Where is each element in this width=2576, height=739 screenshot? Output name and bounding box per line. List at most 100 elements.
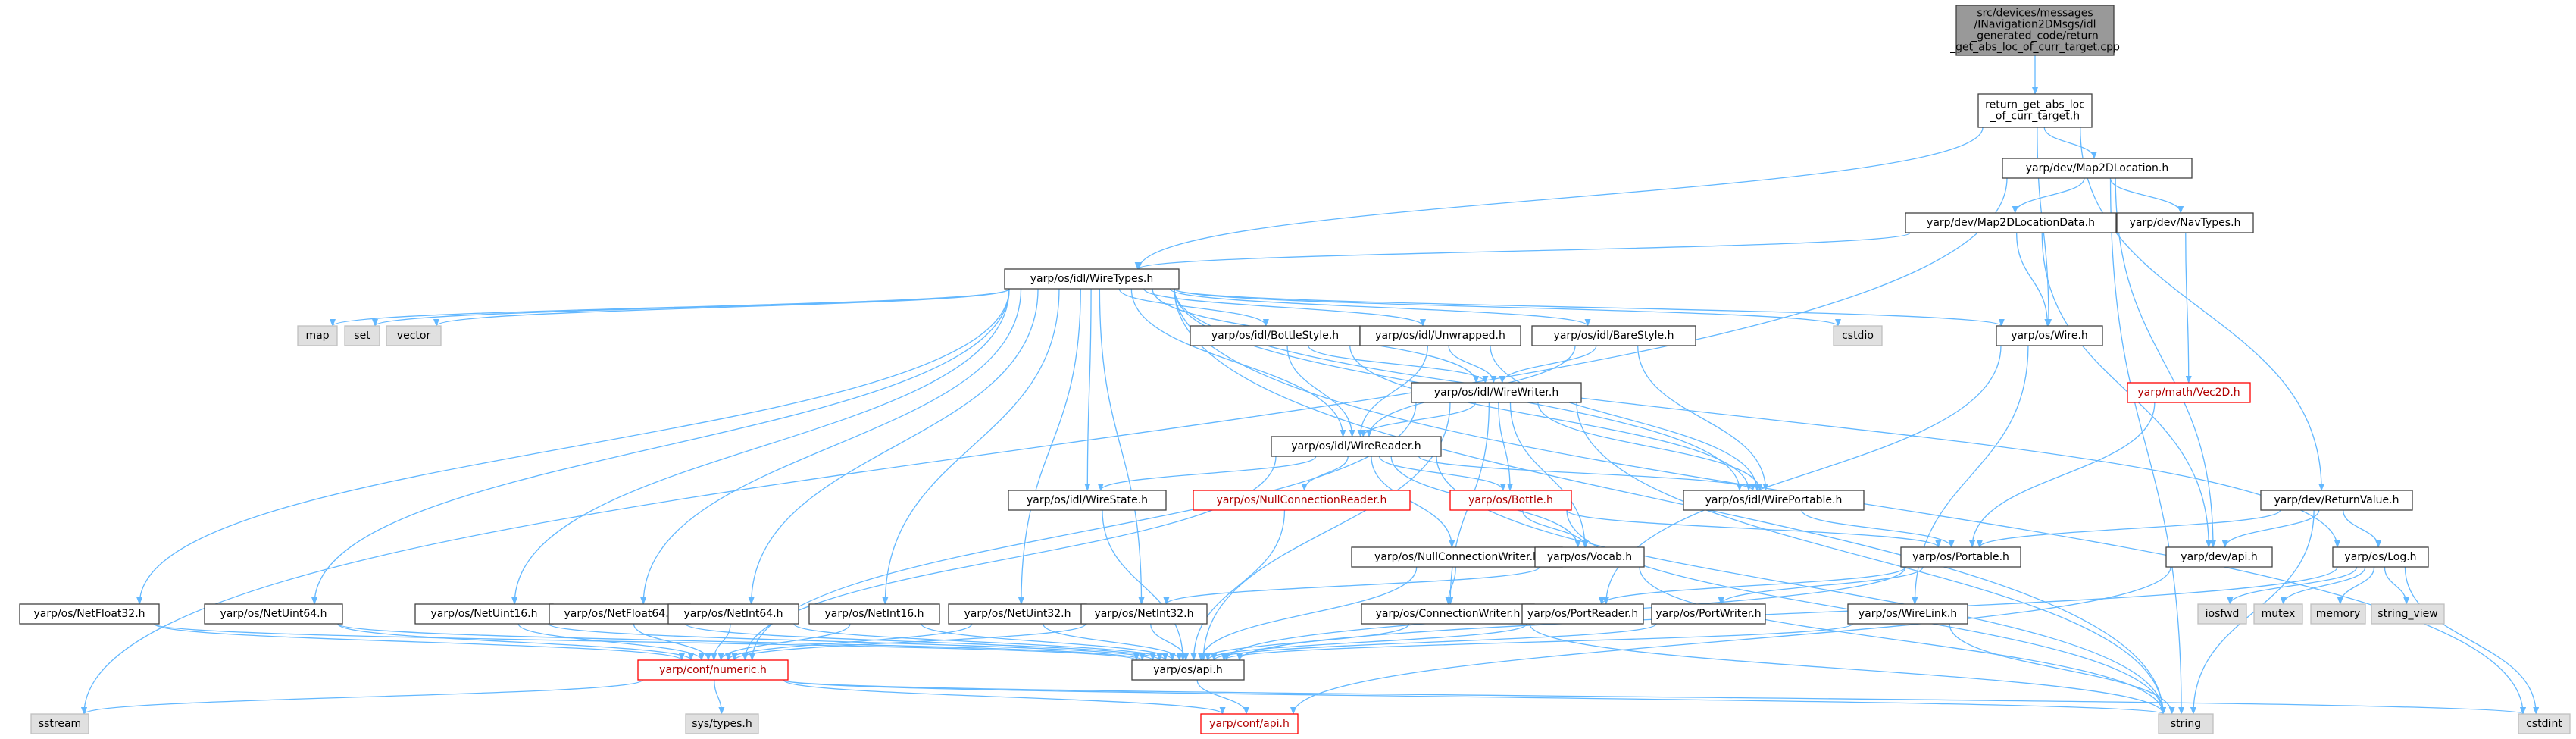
node-set[interactable]: set [344,325,380,346]
node-netuint32[interactable]: yarp/os/NetUint32.h [948,603,1087,625]
edge-netfloat32-to-osapi [154,623,1140,661]
node-root[interactable]: src/devices/messages/INavigation2DMsgs/i… [1949,5,2120,56]
node-string-view[interactable]: string_view [2371,603,2445,625]
edge-bottlestyle-to-wirewriter [1308,345,1489,384]
node-cstdio[interactable]: cstdio [1833,325,1883,346]
node-devapi[interactable]: yarp/dev/api.h [2165,546,2273,568]
edge-wiretypes-to-set [372,288,1010,327]
node-wirereader[interactable]: yarp/os/idl/WireReader.h [1271,436,1442,457]
node-confapi[interactable]: yarp/conf/api.h [1200,713,1299,734]
node-label: yarp/os/idl/BareStyle.h [1554,330,1674,342]
edge-wirewriter-to-wireportable [1537,402,1763,491]
edge-vec2d-to-portable [1969,402,2156,548]
node-vec2d[interactable]: yarp/math/Vec2D.h [2127,382,2251,403]
node-box [1651,603,1766,625]
node-barestyle[interactable]: yarp/os/idl/BareStyle.h [1531,325,1696,346]
node-vector[interactable]: vector [386,325,442,346]
node-memory[interactable]: memory [2310,603,2366,625]
node-map2dlocdata[interactable]: yarp/dev/Map2DLocationData.h [1905,212,2117,233]
node-iosfwd[interactable]: iosfwd [2197,603,2247,625]
node-log[interactable]: yarp/os/Log.h [2332,546,2429,568]
node-netfloat64[interactable]: yarp/os/NetFloat64.h [549,603,691,625]
node-unwrapped[interactable]: yarp/os/idl/Unwrapped.h [1359,325,1521,346]
node-box [204,603,343,625]
node-box [1190,325,1361,346]
node-navtypes[interactable]: yarp/dev/NavTypes.h [2116,212,2254,233]
node-box [2197,603,2247,625]
node-vocab[interactable]: yarp/os/Vocab.h [1534,546,1645,568]
node-label: yarp/os/PortWriter.h [1655,608,1761,620]
edge-wiretypes-to-barestyle [1169,288,1591,327]
node-label: yarp/os/Log.h [2344,551,2416,563]
node-box [1359,325,1521,346]
node-numeric[interactable]: yarp/conf/numeric.h [637,659,789,681]
node-bottle[interactable]: yarp/os/Bottle.h [1449,490,1572,511]
edge-netint64-to-osapi [793,623,1168,661]
node-connwriter[interactable]: yarp/os/ConnectionWriter.h [1361,603,1535,625]
node-wirestate[interactable]: yarp/os/idl/WireState.h [1008,490,1167,511]
node-label: /INavigation2DMsgs/idl [1974,19,2096,31]
edge-navtypes-to-vec2d [2185,232,2192,384]
edge-vocab-to-string [1639,566,2166,715]
node-returnvalue[interactable]: yarp/dev/ReturnValue.h [2260,490,2413,511]
edge-log-to-cstdint [2404,566,2540,715]
node-ret-h[interactable]: return_get_abs_loc_of_curr_target.h [1977,93,2093,128]
node-cstdint[interactable]: cstdint [2518,713,2571,734]
edge-netint32-to-numeric [731,623,1086,661]
node-label: set [354,330,370,342]
node-netuint16[interactable]: yarp/os/NetUint16.h [414,603,554,625]
node-wire[interactable]: yarp/os/Wire.h [1996,325,2103,346]
node-portable[interactable]: yarp/os/Portable.h [1900,546,2021,568]
node-box [19,603,160,625]
edge-wirewriter-to-bottle [1498,402,1514,491]
edge-numeric-to-confapi [783,679,1226,715]
node-portwriter[interactable]: yarp/os/PortWriter.h [1651,603,1766,625]
node-wiretypes[interactable]: yarp/os/idl/WireTypes.h [1004,268,1180,290]
node-systypes[interactable]: sys/types.h [685,713,759,734]
edge-ret_h-to-map2dloc [2043,127,2097,159]
node-label: yarp/dev/ReturnValue.h [2274,494,2399,506]
node-label: string [2171,718,2201,730]
node-label: yarp/os/idl/WireTypes.h [1030,273,1153,285]
edge-wiretypes-to-string [1174,288,2166,715]
edge-map2dloc-to-navtypes [2109,177,2184,214]
node-wireportable[interactable]: yarp/os/idl/WirePortable.h [1683,490,1865,511]
node-box [1080,603,1208,625]
node-label: cstdint [2526,718,2562,730]
edge-netfloat64-to-numeric [633,623,711,661]
node-wirewriter[interactable]: yarp/os/idl/WireWriter.h [1411,382,1582,403]
node-netint64[interactable]: yarp/os/NetInt64.h [667,603,799,625]
node-netint32[interactable]: yarp/os/NetInt32.h [1080,603,1208,625]
node-portreader[interactable]: yarp/os/PortReader.h [1521,603,1644,625]
node-box [1200,713,1299,734]
edge-vocab-to-netint32 [1163,566,1540,605]
edge-wirereader-to-nullconnreader [1301,456,1349,491]
node-label: yarp/dev/Map2DLocationData.h [1927,217,2095,229]
node-map[interactable]: map [297,325,338,346]
node-bottlestyle[interactable]: yarp/os/idl/BottleStyle.h [1190,325,1361,346]
node-nullconnreader[interactable]: yarp/os/NullConnectionReader.h [1193,490,1411,511]
node-sstream[interactable]: sstream [30,713,89,734]
node-label: memory [2316,608,2361,620]
node-netfloat32[interactable]: yarp/os/NetFloat32.h [19,603,160,625]
node-box [30,713,89,734]
node-label: yarp/os/ConnectionWriter.h [1376,608,1521,620]
edge-wiretypes-to-map [330,288,1010,327]
edge-log-to-iosfwd [2227,566,2358,605]
node-box [2165,546,2273,568]
node-label: yarp/os/NetInt16.h [824,608,924,620]
node-string[interactable]: string [2158,713,2214,734]
node-box [2158,713,2214,734]
node-nullconnwriter[interactable]: yarp/os/NullConnectionWriter.h [1351,546,1563,568]
node-osapi[interactable]: yarp/os/api.h [1131,659,1245,681]
edge-wiretypes-to-netuint64 [311,288,1010,605]
node-box [549,603,691,625]
node-label: src/devices/messages [1977,8,2093,20]
node-netuint64[interactable]: yarp/os/NetUint64.h [204,603,343,625]
node-map2dloc[interactable]: yarp/dev/Map2DLocation.h [2002,158,2193,179]
node-netint16[interactable]: yarp/os/NetInt16.h [808,603,940,625]
node-wirelink[interactable]: yarp/os/WireLink.h [1847,603,1968,625]
edge-wiretypes-to-wirereader [1130,288,1346,437]
node-mutex[interactable]: mutex [2253,603,2303,625]
node-label: yarp/os/idl/BottleStyle.h [1211,330,1339,342]
